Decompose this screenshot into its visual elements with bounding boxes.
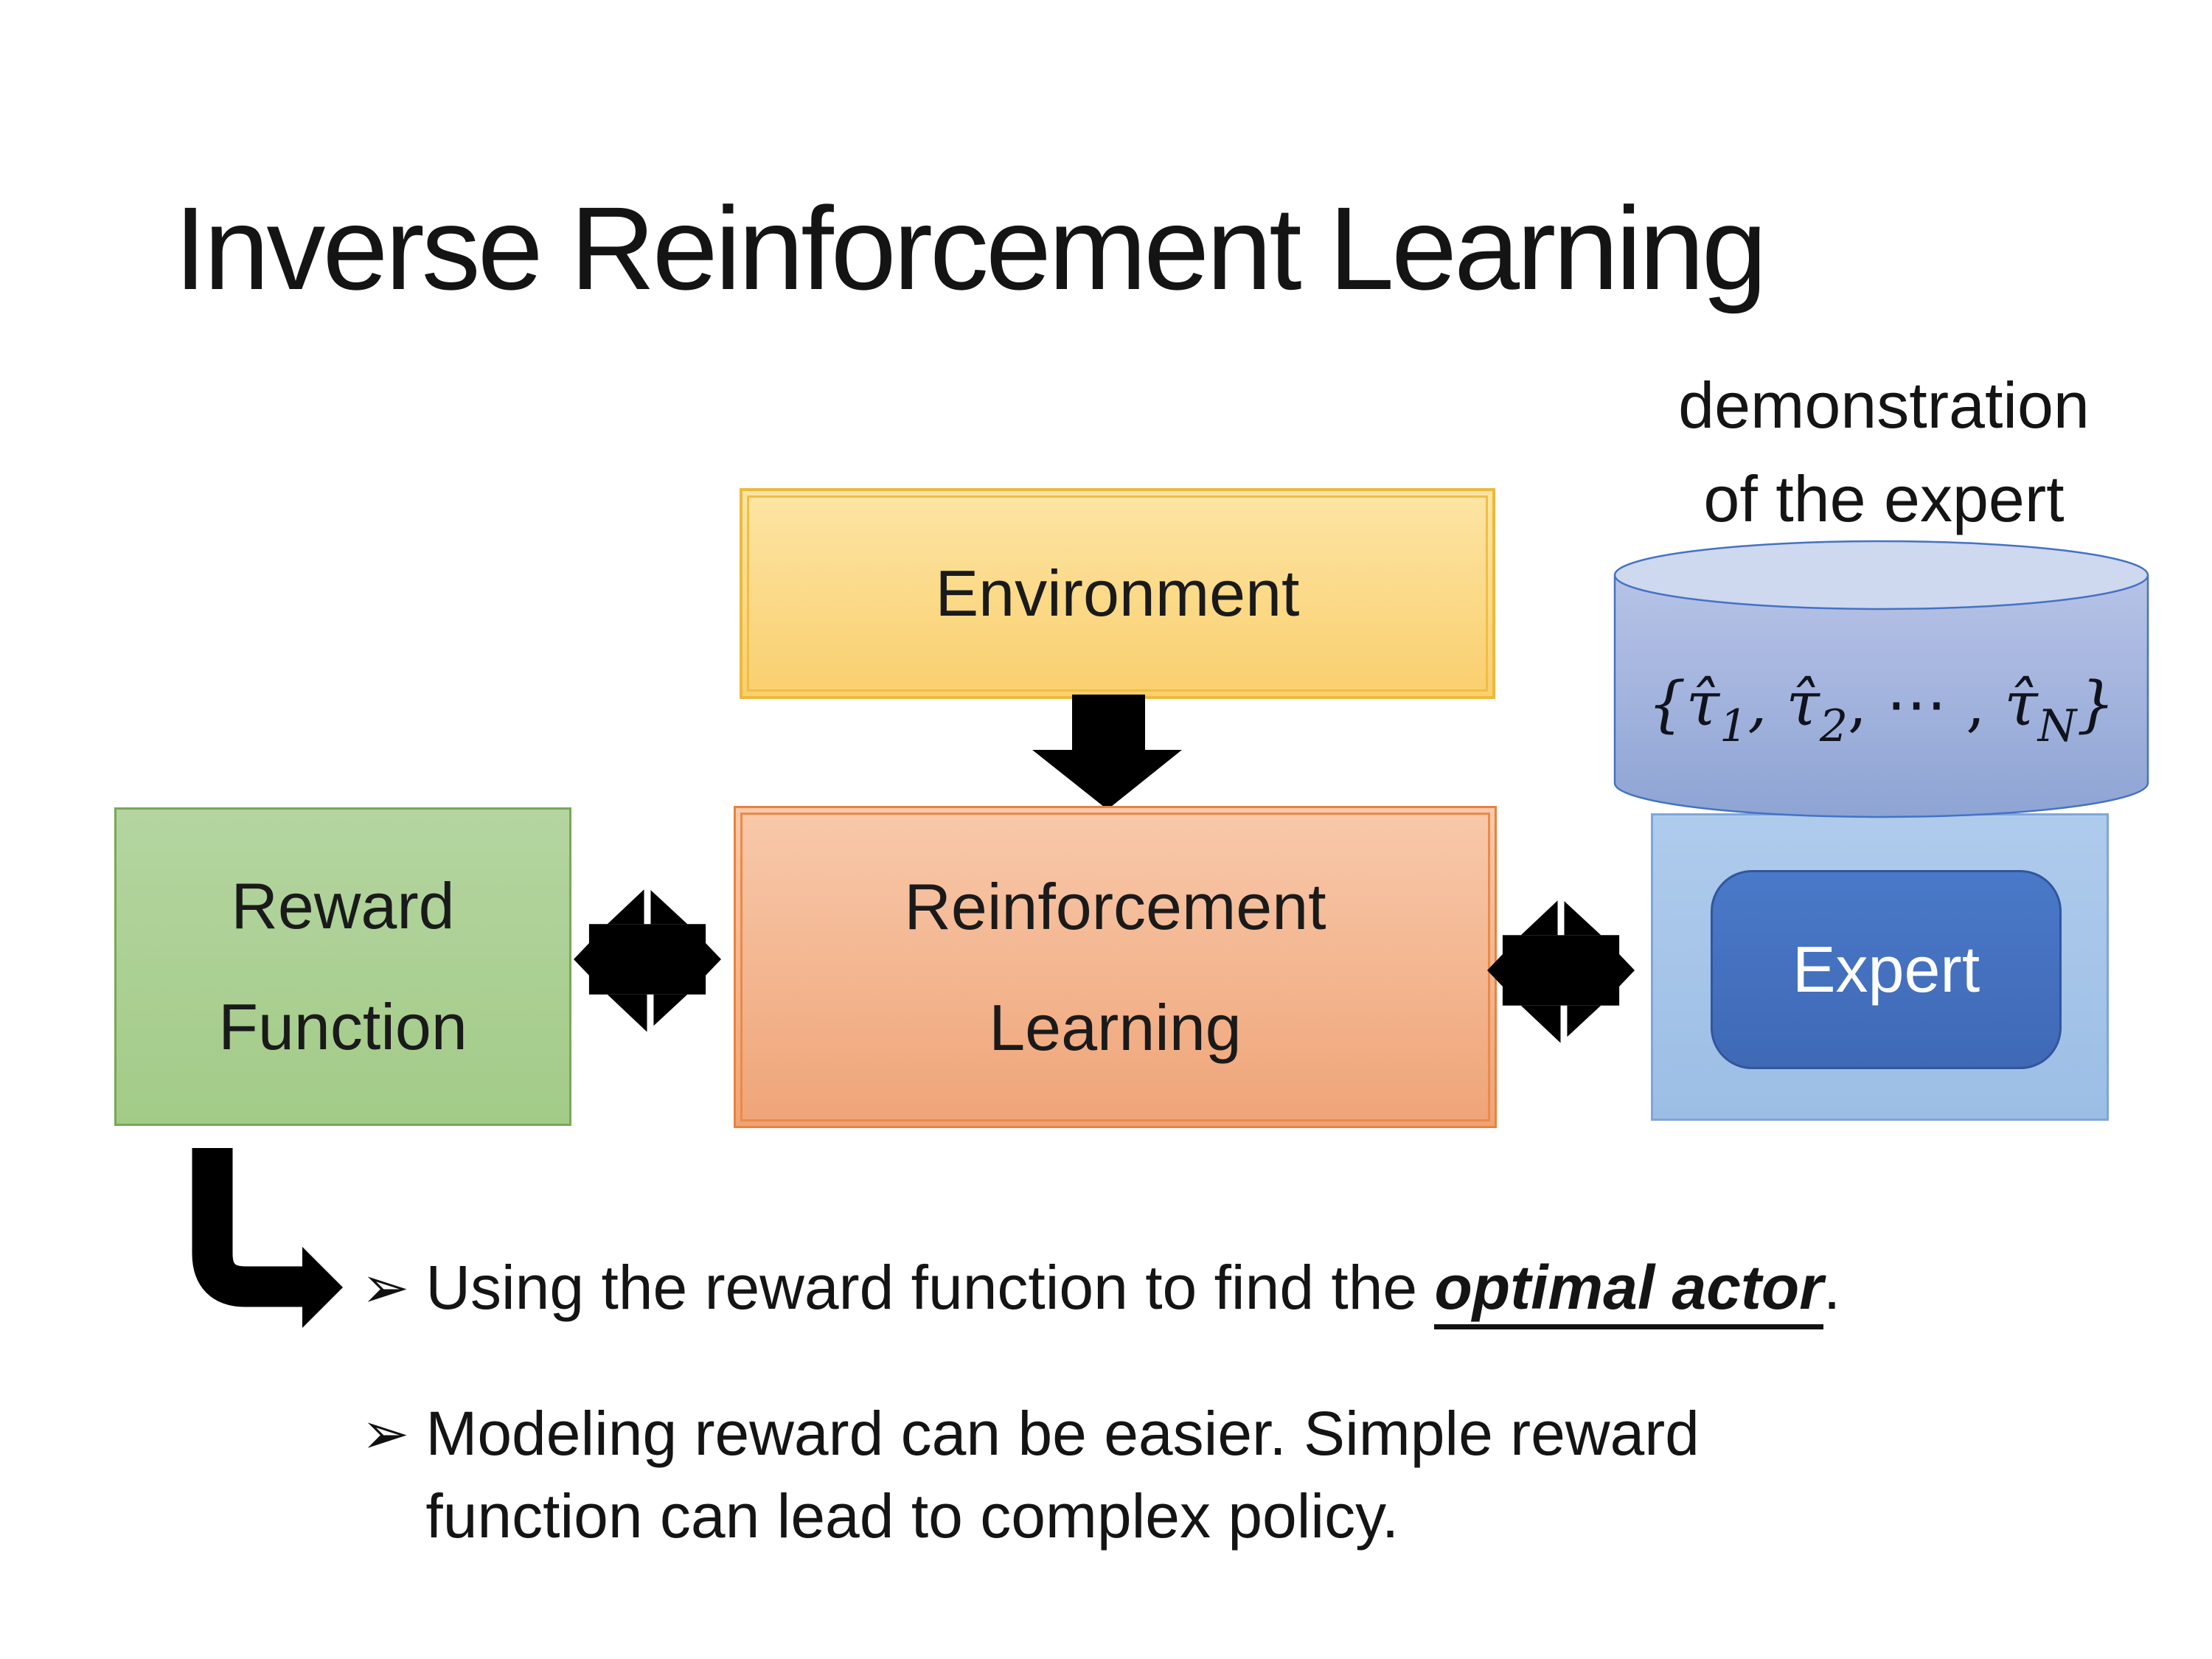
- demonstration-label: demonstration of the expert: [1585, 358, 2183, 546]
- demonstration-cylinder-icon: [1613, 540, 2149, 818]
- reward-function-box: Reward Function: [114, 807, 571, 1126]
- bullet-arrow-icon: ➢: [361, 1255, 410, 1320]
- bullet-1-suffix: .: [1823, 1253, 1841, 1322]
- reinforcement-learning-label-line1: Reinforcement: [904, 869, 1326, 943]
- tau-n: τ̂: [2004, 669, 2038, 740]
- reinforcement-learning-box: Reinforcement Learning: [734, 806, 1497, 1128]
- bullet-1-text: Using the reward function to find the op…: [425, 1246, 1840, 1329]
- environment-label: Environment: [935, 557, 1300, 630]
- dots: , ⋯ ,: [1848, 669, 2005, 740]
- bullet-item-1: ➢ Using the reward function to find the …: [361, 1246, 2131, 1329]
- tau-2: τ̂: [1786, 669, 1820, 740]
- tau-2-sub: 2: [1819, 700, 1848, 752]
- double-arrow-right-icon: [1487, 897, 1635, 1043]
- environment-box: Environment: [740, 488, 1495, 699]
- double-arrow-left-icon: [574, 886, 721, 1032]
- demonstration-label-line1: demonstration: [1678, 369, 2090, 442]
- down-arrow-icon: [1032, 695, 1182, 810]
- expert-box: Expert: [1711, 870, 2062, 1069]
- bullet-1-prefix: Using the reward function to find the: [425, 1253, 1435, 1322]
- bullet-arrow-icon: ➢: [361, 1401, 410, 1466]
- reinforcement-learning-label-line2: Learning: [989, 990, 1242, 1064]
- tau-1-sub: 1: [1719, 700, 1748, 752]
- set-close: }: [2076, 669, 2115, 740]
- trajectory-set-label: {τ̂1, τ̂2, ⋯ , τ̂N}: [1613, 661, 2149, 771]
- reward-function-label-line2: Function: [218, 990, 467, 1063]
- bullet-2-line2: function can lead to complex policy.: [425, 1481, 1399, 1551]
- comma-1: ,: [1747, 669, 1787, 740]
- bullet-1-emphasis: optimal actor: [1434, 1253, 1823, 1329]
- reward-function-label-line1: Reward: [231, 869, 455, 942]
- demonstration-label-line2: of the expert: [1703, 462, 2065, 535]
- elbow-arrow-icon: [192, 1148, 343, 1328]
- bullet-item-2: ➢ Modeling reward can be easier. Simple …: [361, 1392, 2131, 1557]
- bullet-2-text: Modeling reward can be easier. Simple re…: [425, 1392, 1700, 1557]
- set-open: {: [1647, 669, 1686, 740]
- page-title: Inverse Reinforcement Learning: [174, 182, 1767, 314]
- bullet-2-line1: Modeling reward can be easier. Simple re…: [425, 1399, 1700, 1468]
- expert-label: Expert: [1792, 933, 1980, 1006]
- tau-1: τ̂: [1686, 669, 1720, 740]
- tau-n-sub: N: [2037, 700, 2077, 752]
